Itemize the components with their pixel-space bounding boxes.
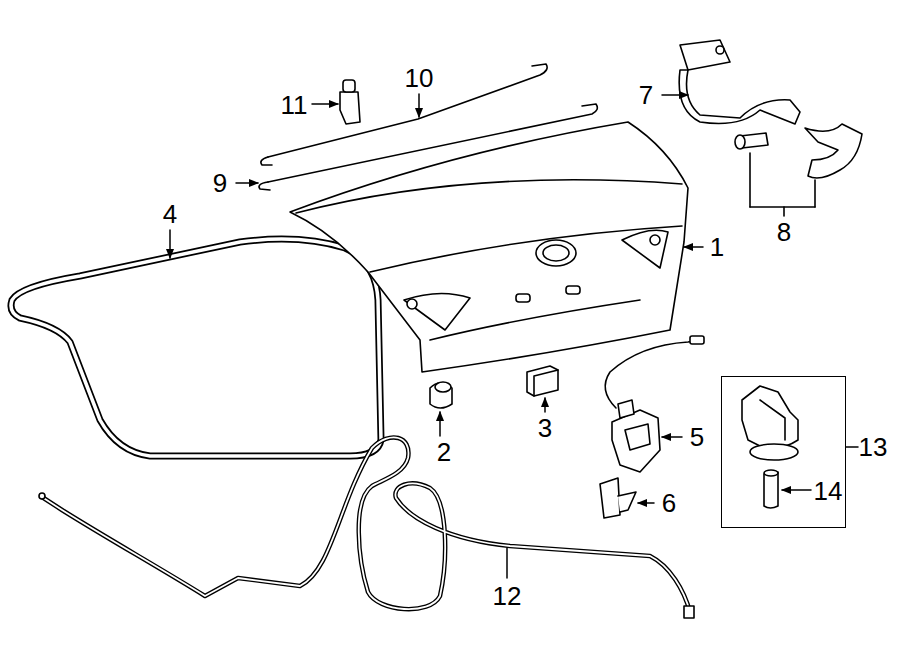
lid-stopper [340, 80, 360, 124]
hinge [679, 40, 800, 124]
cushion [527, 366, 558, 396]
release-cable [39, 437, 694, 618]
callout-number: 11 [281, 92, 308, 118]
callout-number: 1 [710, 234, 724, 260]
latch [605, 336, 704, 472]
callout-number: 6 [662, 490, 676, 516]
group-box: 14 [721, 376, 846, 528]
callout-number: 7 [639, 82, 653, 108]
callout-number: 10 [405, 65, 434, 91]
seal-strip [11, 239, 381, 456]
hinge-pin-strap [735, 124, 862, 178]
trunk-lid [290, 122, 688, 372]
callout-number: 14 [814, 478, 843, 504]
callout-number: 12 [493, 583, 522, 609]
callout-number: 3 [538, 415, 552, 441]
striker [600, 478, 636, 518]
callout-number: 4 [163, 201, 177, 227]
leader-lines [170, 94, 858, 578]
callout-number: 5 [690, 424, 704, 450]
torsion-rods [259, 64, 597, 190]
bumper [430, 382, 452, 408]
callout-number: 9 [213, 170, 227, 196]
callout-number: 2 [437, 439, 451, 465]
callout-number: 13 [859, 434, 888, 460]
callout-number: 8 [777, 219, 791, 245]
